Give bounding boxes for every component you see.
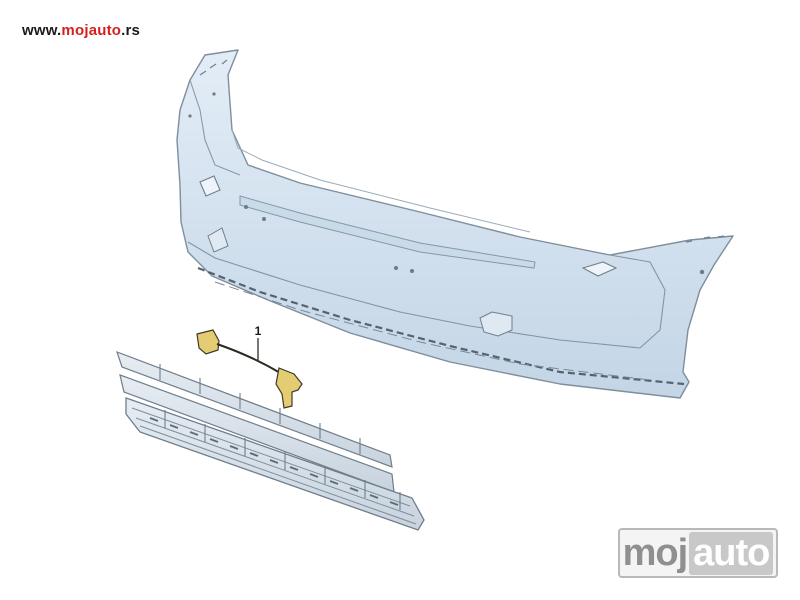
watermark-part2: auto [689,531,774,575]
sensor-cable [196,329,303,409]
grille-lower-body [125,397,425,531]
grille-dividers [159,364,401,510]
sensor-head [275,367,303,409]
callout-1: 1 [255,324,262,360]
grille-upper-frame [116,350,393,468]
bumper-center-bracket [479,311,513,337]
bumper-mounting-holes [188,92,705,275]
grille-slats [131,407,417,525]
left-tow-cover [199,175,221,197]
bumper-top-crease [231,129,531,233]
site-url-suffix: .rs [121,22,141,39]
radiator-grille [116,350,425,531]
watermark-part1: moj [622,531,689,574]
bumper-lower-lip [197,266,685,386]
sensor-connector [196,329,220,355]
site-url-prefix: www. [22,22,62,39]
front-bumper [176,49,734,399]
site-url-brand: mojauto [61,22,122,39]
bumper-right-inner [609,254,666,349]
bumper-left-bracket [207,227,229,253]
sensor-wire [216,343,283,375]
right-tow-cover [581,261,618,277]
bumper-body [176,49,734,399]
site-url[interactable]: www.mojauto.rs [22,22,140,39]
callout-number: 1 [255,324,262,338]
grille-mesh [149,417,399,506]
bumper-plate-recess [239,195,536,269]
bumper-clip-details [199,59,725,243]
bumper-lower-line [187,241,641,349]
bumper-left-upper-edge [189,79,241,176]
bumper-lower-lip-2 [214,281,651,381]
